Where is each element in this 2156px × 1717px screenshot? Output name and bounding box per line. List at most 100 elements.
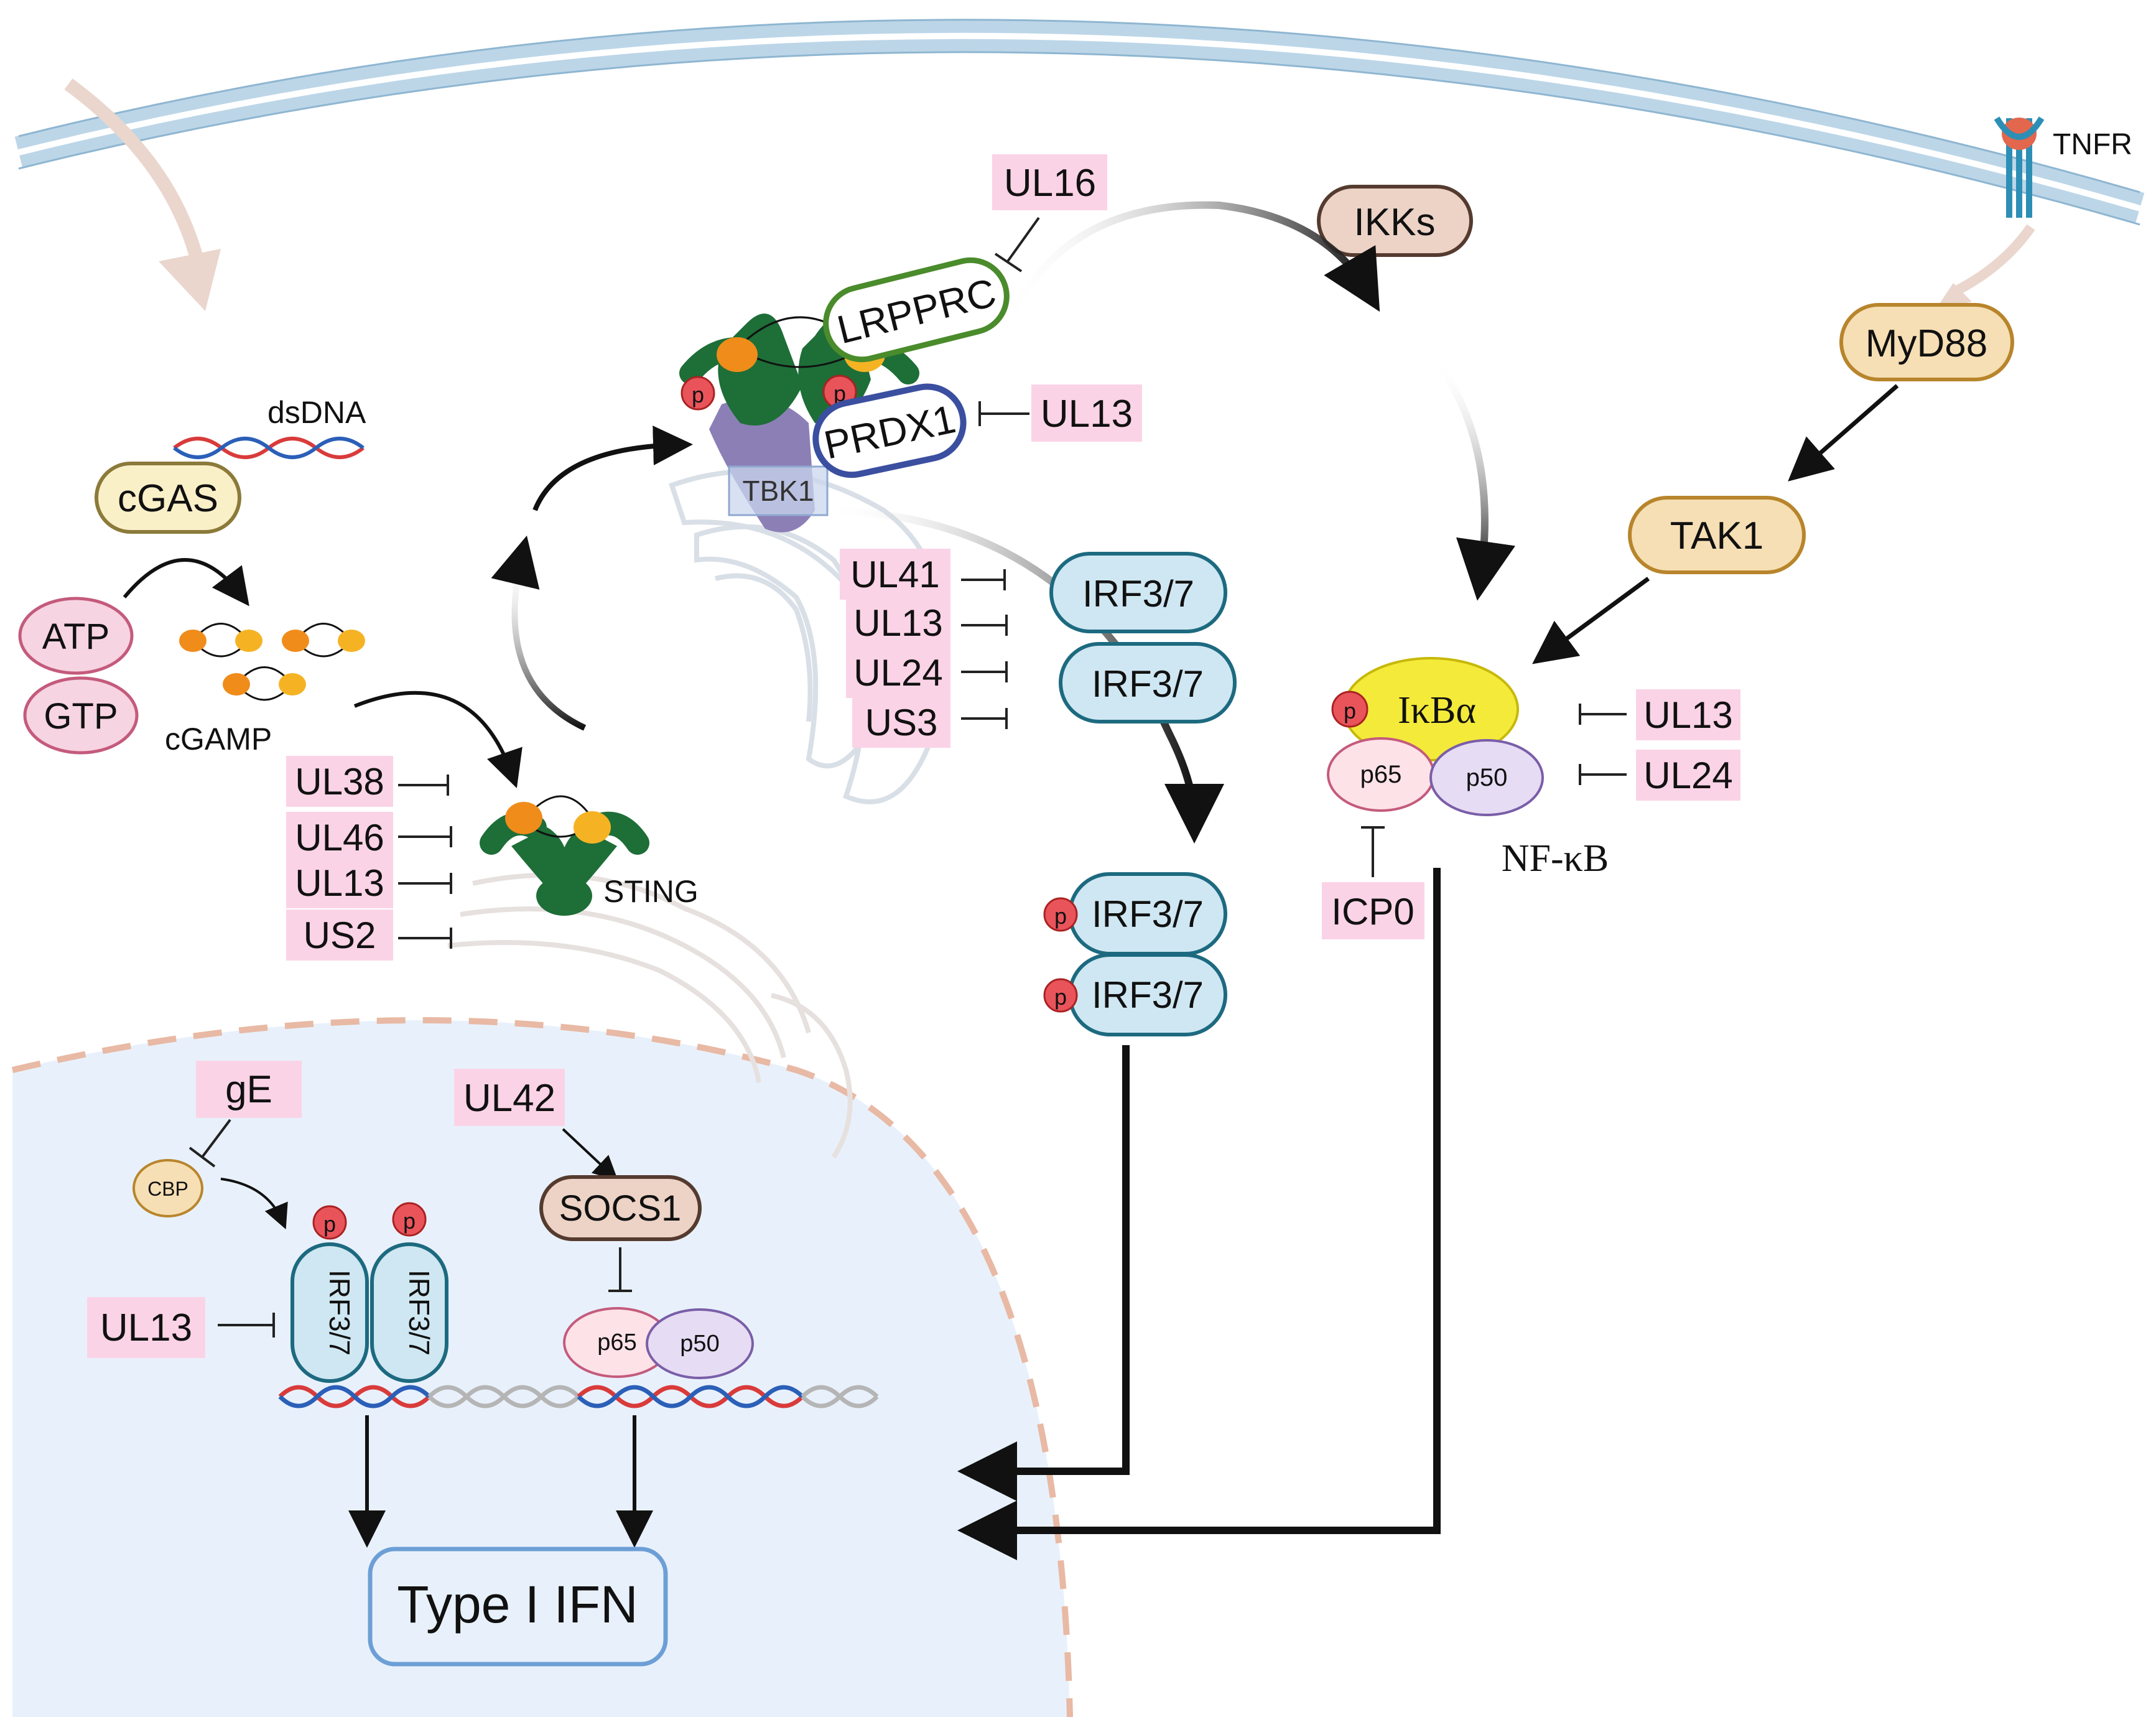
- viral-ul16: UL16: [992, 154, 1107, 210]
- cbp-node: CBP: [132, 1159, 203, 1217]
- ul13-nuc-inhibit: [218, 1313, 275, 1338]
- ikba-node: IκBα p: [1331, 657, 1519, 761]
- svg-text:p50: p50: [680, 1331, 719, 1357]
- svg-text:US2: US2: [304, 914, 376, 956]
- svg-text:CBP: CBP: [147, 1178, 188, 1200]
- svg-text:MyD88: MyD88: [1866, 322, 1987, 365]
- dsdna-label: dsDNA: [267, 395, 366, 430]
- ul13-nfkb-inhibit: [1579, 704, 1627, 725]
- ikks-node: IKKs: [1317, 185, 1473, 257]
- svg-text:p: p: [1054, 903, 1067, 929]
- tak1-to-ikba-arrow: [1532, 577, 1650, 664]
- pirf37-bottom: IRF3/7 p: [1043, 953, 1227, 1036]
- ul41-inhibit: [961, 569, 1006, 590]
- gtp-node: GTP: [23, 676, 139, 755]
- viral-ul13-sting: UL13: [286, 857, 393, 908]
- viral-ul13-nfkb: UL13: [1636, 689, 1740, 740]
- tbk1-phospho-left: p: [681, 376, 715, 411]
- cgamp-molecules: [179, 623, 365, 701]
- svg-text:UL46: UL46: [295, 817, 384, 859]
- svg-text:US3: US3: [865, 702, 938, 743]
- ge-inhibit: [188, 1119, 231, 1168]
- cgas-to-cgamp-arrow: [123, 558, 249, 607]
- svg-text:IRF3/7: IRF3/7: [403, 1270, 435, 1356]
- svg-text:UL13: UL13: [100, 1306, 192, 1349]
- svg-text:IRF3/7: IRF3/7: [323, 1270, 356, 1356]
- dna-entry-arrow: [64, 78, 221, 311]
- ul13-prdx1-inhibit: [978, 401, 1029, 426]
- nucleus: [11, 1017, 1073, 1717]
- p50-nfkb: p50: [1429, 739, 1544, 816]
- svg-text:p: p: [323, 1211, 336, 1237]
- us3-inhibit: [961, 708, 1008, 729]
- tbk1-label-box: TBK1: [728, 465, 829, 516]
- svg-text:IRF3/7: IRF3/7: [1092, 663, 1204, 705]
- cgamp-to-sting-arrow: [353, 691, 523, 789]
- golgi-apparatus: [668, 468, 947, 804]
- svg-text:gE: gE: [225, 1068, 272, 1111]
- sting-to-tbk1-arrow-lower: [491, 535, 587, 731]
- pirf-to-nucleus-line: [957, 1045, 1130, 1501]
- viral-us3: US3: [852, 697, 950, 748]
- tnfr-receptor: [1994, 116, 2045, 218]
- lrpprc-node: LRPPRC: [823, 257, 1010, 363]
- svg-text:TBK1: TBK1: [742, 475, 814, 507]
- svg-text:UL13: UL13: [1643, 694, 1732, 736]
- tak1-node: TAK1: [1628, 496, 1806, 574]
- tnfr-to-myd88-arrow: [1951, 224, 2035, 297]
- socs1-node: SOCS1: [539, 1175, 702, 1241]
- viral-ul24-nfkb: UL24: [1636, 750, 1740, 801]
- svg-text:UL13: UL13: [1041, 393, 1133, 435]
- svg-text:Type I IFN: Type I IFN: [397, 1575, 638, 1634]
- svg-text:GTP: GTP: [44, 696, 118, 737]
- lrpprc-to-ikks-arrow: [998, 201, 1380, 338]
- viral-ul38: UL38: [286, 756, 393, 807]
- myd88-node: MyD88: [1839, 303, 2014, 381]
- irf37-nuc-right: IRF3/7 p: [370, 1202, 448, 1383]
- atp-node: ATP: [18, 597, 134, 675]
- ul42-to-socs1-arrow: [562, 1128, 618, 1181]
- cell-membrane: [14, 19, 2145, 226]
- sting-dimer: [480, 795, 649, 916]
- sting-to-tbk1-arrow-upper: [532, 426, 693, 511]
- viral-ul13-irf: UL13: [846, 597, 950, 648]
- svg-text:p: p: [834, 381, 846, 406]
- svg-text:UL13: UL13: [295, 862, 384, 904]
- irf37-cyto-top: IRF3/7: [1049, 552, 1227, 633]
- ul13-sting-inhibit: [398, 873, 452, 894]
- us2-inhibit: [398, 928, 452, 949]
- svg-text:UL24: UL24: [853, 652, 942, 694]
- svg-text:IRF3/7: IRF3/7: [1092, 974, 1204, 1016]
- viral-ul13-nuc: UL13: [87, 1297, 205, 1358]
- dsdna-strand: [173, 437, 365, 459]
- pirf37-top: IRF3/7 p: [1043, 872, 1227, 956]
- viral-us2: US2: [286, 910, 393, 961]
- svg-text:IκBα: IκBα: [1398, 689, 1476, 732]
- svg-text:IRF3/7: IRF3/7: [1092, 893, 1204, 935]
- svg-text:p: p: [403, 1208, 416, 1234]
- p65-nfkb: p65: [1327, 737, 1435, 812]
- svg-text:TAK1: TAK1: [1670, 514, 1763, 557]
- irf37-nuc-left: IRF3/7 p: [290, 1205, 369, 1383]
- prdx1-node: PRDX1: [812, 383, 967, 478]
- ul24-nfkb-inhibit: [1579, 764, 1627, 785]
- svg-text:UL41: UL41: [850, 554, 939, 595]
- socs1-inhibit: [608, 1247, 632, 1292]
- ul16-inhibit: [994, 216, 1040, 272]
- svg-text:p: p: [1344, 698, 1356, 724]
- ikks-to-nfkb-arrow: [1434, 358, 1515, 601]
- sting-label: STING: [603, 874, 699, 909]
- svg-text:IKKs: IKKs: [1354, 201, 1436, 244]
- svg-text:p: p: [692, 382, 704, 407]
- nfkb-to-nucleus-line: [957, 868, 1441, 1560]
- svg-text:ICP0: ICP0: [1331, 891, 1414, 933]
- svg-text:UL24: UL24: [1643, 755, 1732, 796]
- svg-text:p65: p65: [597, 1329, 636, 1356]
- viral-ul13-prdx1: UL13: [1031, 384, 1142, 442]
- viral-ul24-irf: UL24: [846, 647, 950, 698]
- ul24-irf-inhibit: [961, 661, 1008, 682]
- svg-text:p50: p50: [1466, 764, 1508, 791]
- ul46-inhibit: [398, 826, 452, 847]
- svg-text:SOCS1: SOCS1: [559, 1188, 682, 1229]
